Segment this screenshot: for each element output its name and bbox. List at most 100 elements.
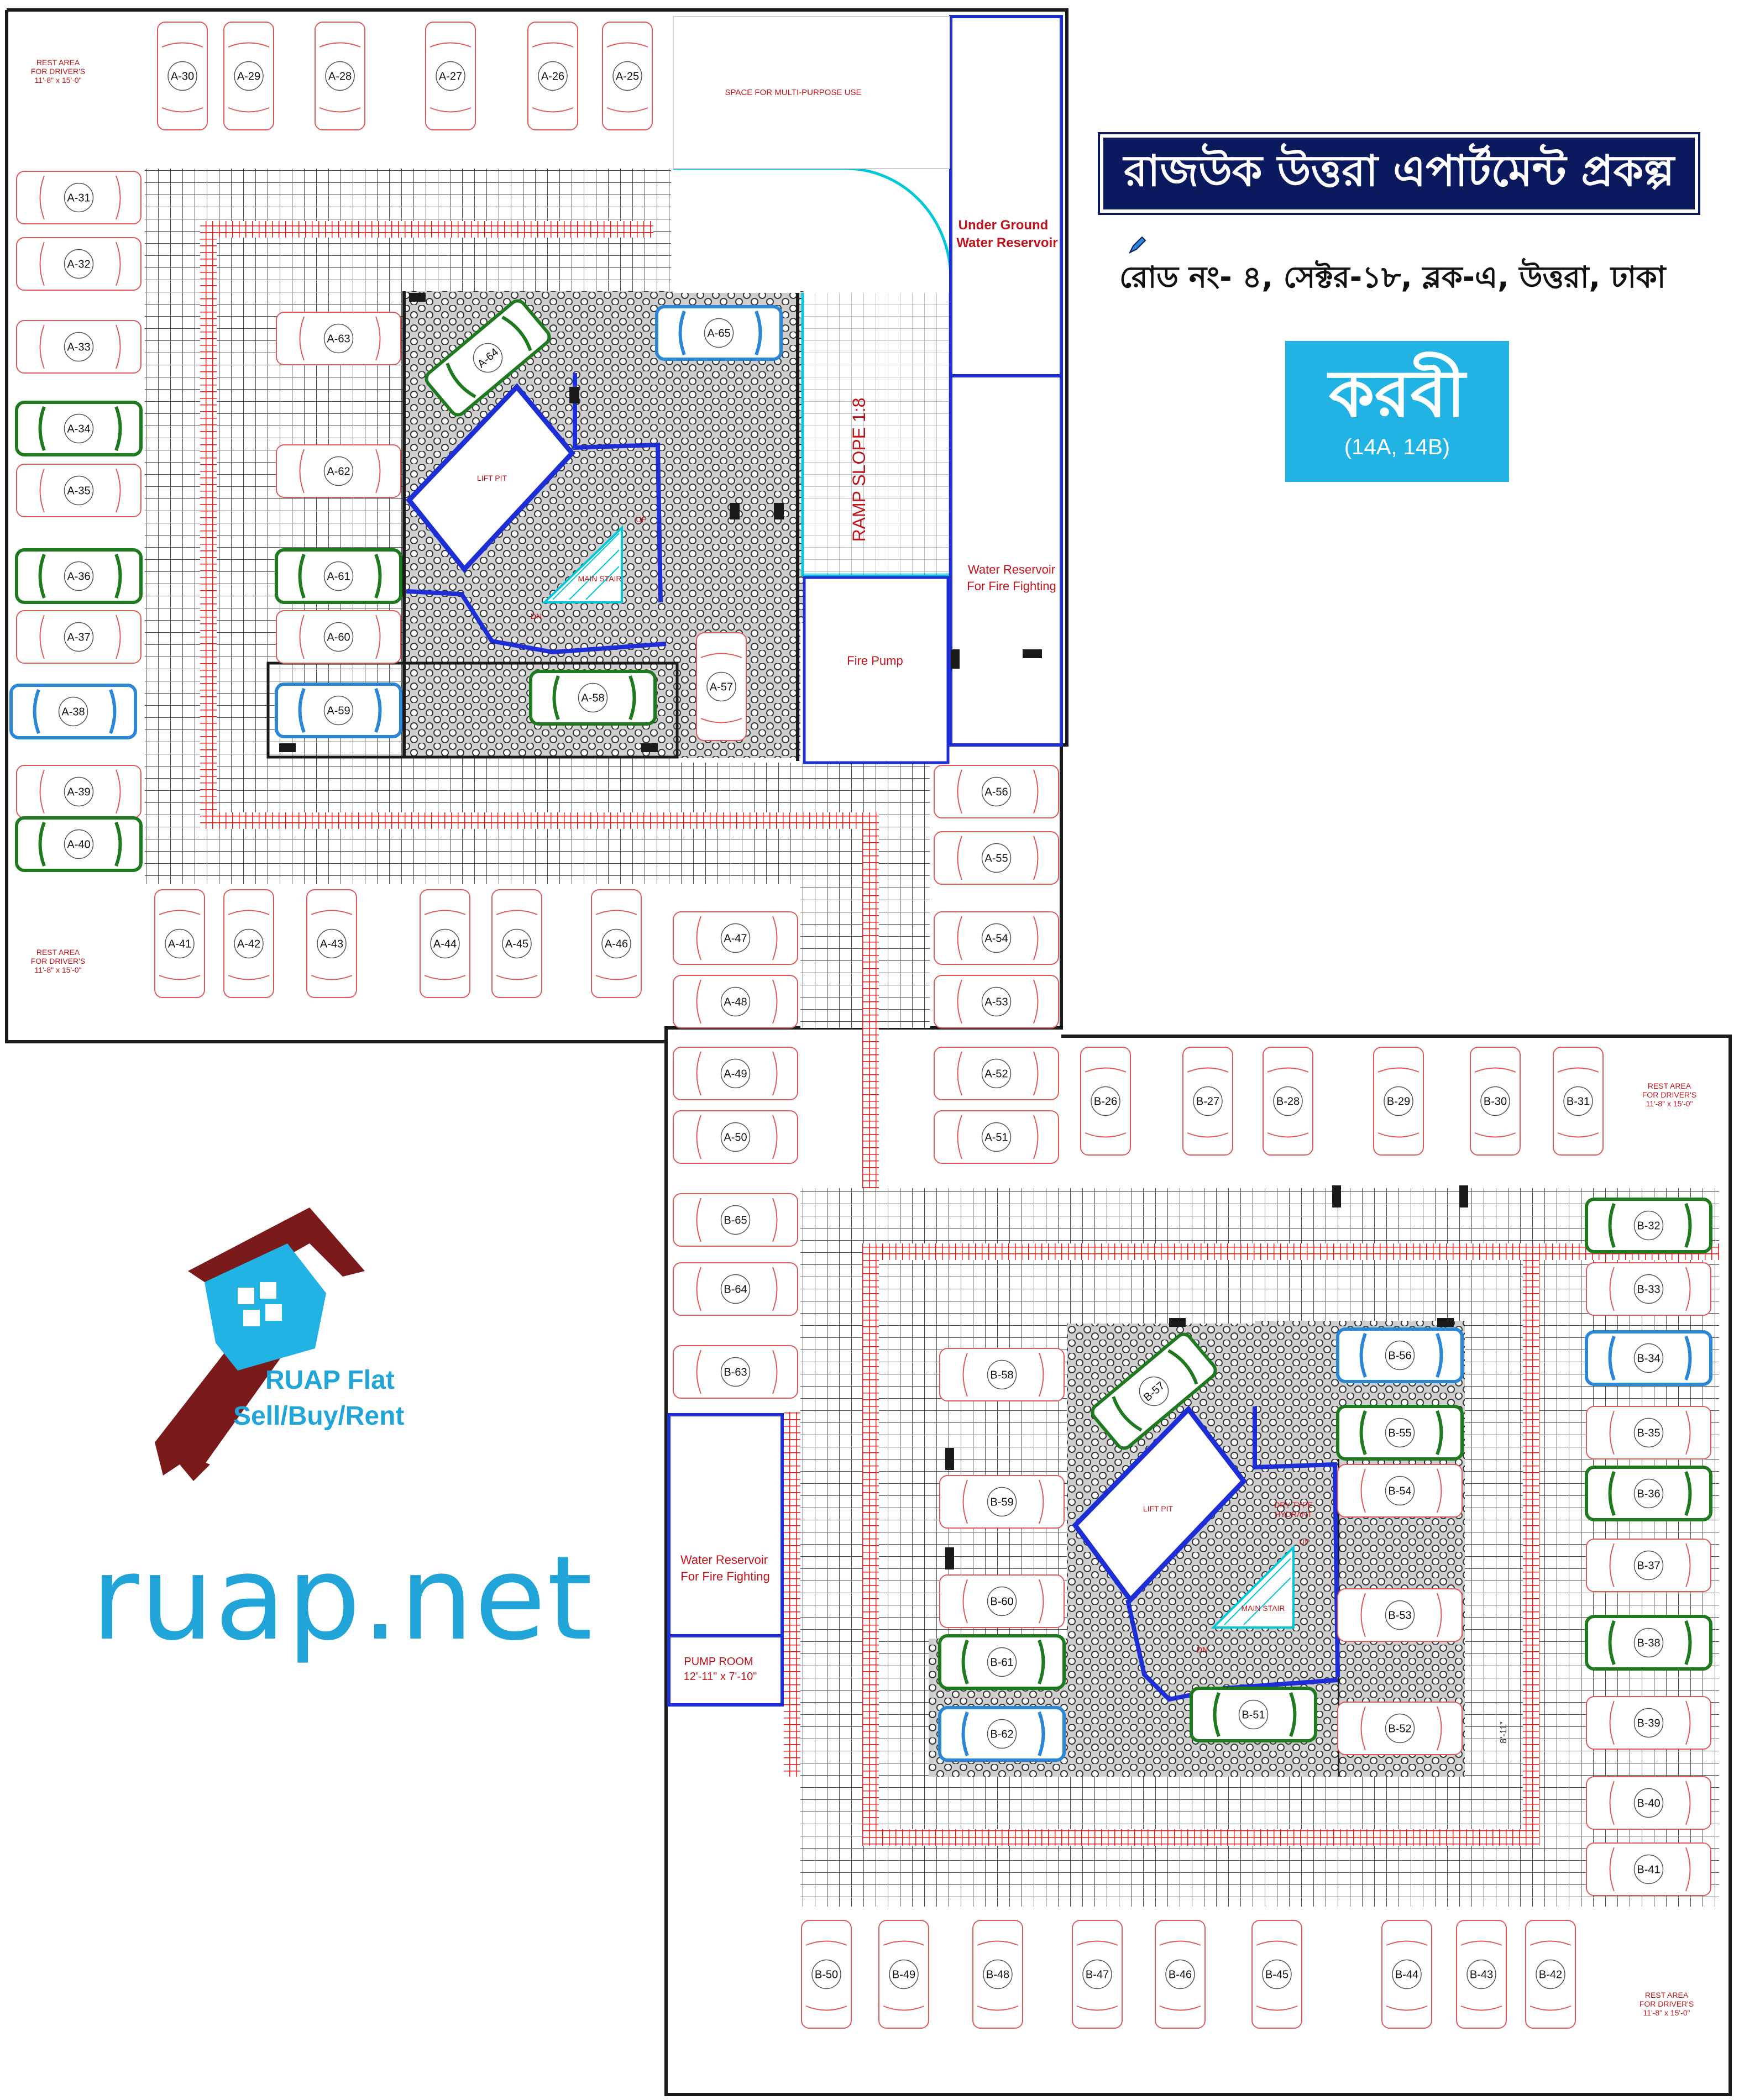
- parking-slot-a-65[interactable]: A-65: [655, 305, 783, 361]
- parking-slot-a-51[interactable]: A-51: [934, 1110, 1059, 1164]
- parking-slot-a-54[interactable]: A-54: [934, 911, 1059, 965]
- parking-slot-b-49[interactable]: B-49: [878, 1920, 929, 2029]
- parking-slot-b-51[interactable]: B-51: [1190, 1687, 1317, 1742]
- parking-slot-a-60[interactable]: A-60: [276, 610, 401, 664]
- parking-slot-a-55[interactable]: A-55: [934, 831, 1059, 885]
- parking-slot-b-63[interactable]: B-63: [673, 1345, 798, 1399]
- parking-slot-a-28[interactable]: A-28: [315, 22, 365, 130]
- slot-marker: [473, 343, 503, 373]
- parking-slot-b-59[interactable]: B-59: [939, 1475, 1065, 1529]
- parking-slot-b-65[interactable]: B-65: [673, 1193, 798, 1247]
- parking-slot-a-44[interactable]: A-44: [420, 889, 470, 998]
- parking-slot-a-58[interactable]: A-58: [529, 670, 657, 726]
- parking-slot-b-61[interactable]: B-61: [938, 1634, 1066, 1690]
- parking-slot-a-40[interactable]: A-40: [15, 816, 143, 872]
- parking-slot-b-55[interactable]: B-55: [1336, 1405, 1464, 1461]
- parking-slot-a-33[interactable]: A-33: [16, 320, 142, 374]
- car-outline: [673, 1047, 798, 1100]
- parking-slot-b-45[interactable]: B-45: [1251, 1920, 1302, 2029]
- parking-slot-a-57[interactable]: A-57: [696, 632, 747, 741]
- parking-slot-b-37[interactable]: B-37: [1586, 1539, 1711, 1592]
- brand-url[interactable]: ruap.net: [91, 1531, 594, 1666]
- parking-slot-a-25[interactable]: A-25: [602, 22, 653, 130]
- parking-slot-a-61[interactable]: A-61: [275, 548, 402, 604]
- car-outline: [15, 548, 143, 604]
- parking-slot-a-50[interactable]: A-50: [673, 1110, 798, 1164]
- parking-slot-a-47[interactable]: A-47: [673, 911, 798, 965]
- slot-marker: [706, 671, 736, 702]
- parking-slot-a-27[interactable]: A-27: [425, 22, 476, 130]
- slot-label: A-34: [67, 423, 90, 435]
- parking-slot-a-48[interactable]: A-48: [673, 975, 798, 1028]
- room-label-pump-room-size: 12'-11" x 7'-10": [684, 1671, 757, 1683]
- parking-slot-b-46[interactable]: B-46: [1155, 1920, 1206, 2029]
- parking-slot-b-50[interactable]: B-50: [801, 1920, 852, 2029]
- car-detail: [496, 910, 538, 980]
- parking-slot-a-37[interactable]: A-37: [16, 610, 142, 664]
- parking-slot-a-29[interactable]: A-29: [223, 22, 274, 130]
- car-detail: [39, 615, 121, 659]
- slot-label: B-29: [1387, 1096, 1410, 1108]
- parking-slot-a-34[interactable]: A-34: [15, 401, 143, 456]
- parking-slot-b-44[interactable]: B-44: [1381, 1920, 1432, 2029]
- parking-slot-b-57[interactable]: B-57: [1090, 1331, 1218, 1451]
- parking-slot-a-46[interactable]: A-46: [591, 889, 642, 998]
- parking-slot-a-42[interactable]: A-42: [223, 889, 274, 998]
- parking-slot-b-54[interactable]: B-54: [1337, 1464, 1463, 1518]
- parking-slot-b-31[interactable]: B-31: [1553, 1047, 1604, 1156]
- parking-slot-a-38[interactable]: A-38: [9, 684, 137, 739]
- parking-slot-b-34[interactable]: B-34: [1585, 1330, 1712, 1386]
- parking-slot-a-26[interactable]: A-26: [527, 22, 578, 130]
- parking-slot-b-56[interactable]: B-56: [1336, 1327, 1464, 1383]
- parking-slot-b-33[interactable]: B-33: [1586, 1262, 1711, 1316]
- slot-marker: [1633, 1628, 1664, 1658]
- parking-slot-b-42[interactable]: B-42: [1525, 1920, 1576, 2029]
- parking-slot-b-28[interactable]: B-28: [1263, 1047, 1313, 1156]
- parking-slot-a-45[interactable]: A-45: [491, 889, 542, 998]
- parking-slot-b-60[interactable]: B-60: [939, 1574, 1065, 1628]
- parking-slot-b-62[interactable]: B-62: [938, 1706, 1066, 1762]
- parking-slot-a-63[interactable]: A-63: [276, 312, 401, 365]
- parking-slot-b-41[interactable]: B-41: [1586, 1842, 1711, 1896]
- parking-slot-a-64[interactable]: A-64: [423, 298, 552, 418]
- slot-marker: [720, 1357, 751, 1387]
- parking-slot-b-52[interactable]: B-52: [1337, 1702, 1463, 1755]
- parking-slot-b-47[interactable]: B-47: [1072, 1920, 1123, 2029]
- parking-slot-b-35[interactable]: B-35: [1586, 1406, 1711, 1460]
- slot-marker: [612, 61, 642, 91]
- parking-slot-b-53[interactable]: B-53: [1337, 1588, 1463, 1642]
- car-detail: [957, 916, 1039, 960]
- parking-slot-b-36[interactable]: B-36: [1585, 1466, 1712, 1521]
- parking-slot-a-53[interactable]: A-53: [934, 975, 1059, 1028]
- parking-slot-b-38[interactable]: B-38: [1585, 1615, 1712, 1671]
- parking-slot-a-59[interactable]: A-59: [275, 683, 402, 738]
- parking-slot-b-40[interactable]: B-40: [1586, 1776, 1711, 1830]
- car-outline: [275, 548, 402, 604]
- parking-slot-b-58[interactable]: B-58: [939, 1348, 1065, 1401]
- parking-slot-a-35[interactable]: A-35: [16, 464, 142, 517]
- parking-slot-b-30[interactable]: B-30: [1470, 1047, 1521, 1156]
- parking-slot-b-43[interactable]: B-43: [1456, 1920, 1507, 2029]
- parking-slot-a-39[interactable]: A-39: [16, 765, 142, 818]
- parking-slot-a-31[interactable]: A-31: [16, 171, 142, 224]
- parking-slot-b-26[interactable]: B-26: [1080, 1047, 1131, 1156]
- parking-slot-a-52[interactable]: A-52: [934, 1047, 1059, 1100]
- parking-slot-b-27[interactable]: B-27: [1182, 1047, 1233, 1156]
- parking-slot-b-32[interactable]: B-32: [1585, 1198, 1712, 1253]
- parking-slot-a-36[interactable]: A-36: [15, 548, 143, 604]
- parking-slot-a-30[interactable]: A-30: [157, 22, 208, 130]
- parking-slot-a-62[interactable]: A-62: [276, 444, 401, 498]
- parking-slot-a-41[interactable]: A-41: [154, 889, 205, 998]
- parking-slot-b-29[interactable]: B-29: [1373, 1047, 1424, 1156]
- car-detail: [159, 910, 201, 980]
- parking-slot-a-56[interactable]: A-56: [934, 765, 1059, 818]
- parking-slot-b-64[interactable]: B-64: [673, 1262, 798, 1316]
- parking-slot-a-32[interactable]: A-32: [16, 237, 142, 291]
- slot-label: B-37: [1637, 1560, 1660, 1572]
- car-detail: [1256, 1940, 1298, 2011]
- parking-slot-a-49[interactable]: A-49: [673, 1047, 798, 1100]
- parking-slot-b-39[interactable]: B-39: [1586, 1696, 1711, 1750]
- parking-slot-b-48[interactable]: B-48: [972, 1920, 1023, 2029]
- room-label-rest-size: 11'-8" x 15'-0": [34, 76, 81, 85]
- parking-slot-a-43[interactable]: A-43: [306, 889, 357, 998]
